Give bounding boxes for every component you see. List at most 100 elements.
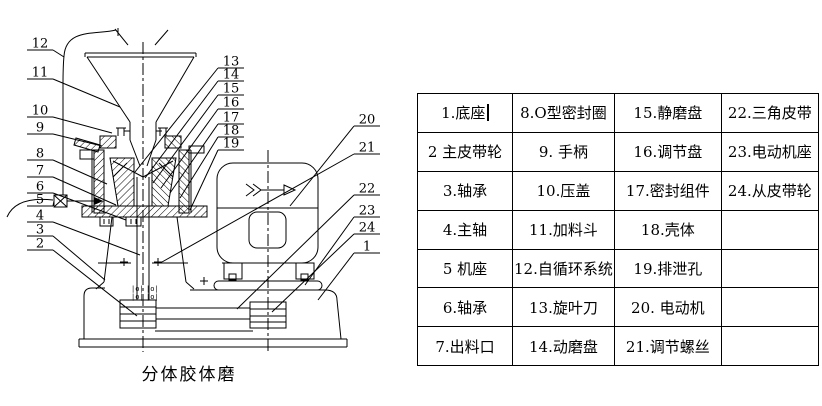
callout-11: 11 (27, 66, 120, 108)
callout-23: 23 (305, 204, 380, 286)
parts-cell-r4c2: 11.加料斗 (512, 209, 615, 250)
parts-cell-text: 23.电动机座 (727, 143, 812, 162)
table-row: 7.出料口 14.动磨盘 21.调节螺丝 (417, 326, 819, 367)
table-row: 2 主皮带轮 9. 手柄 16.调节盘 23.电动机座 (417, 131, 819, 172)
parts-cell-r7c2: 14.动磨盘 (512, 326, 615, 367)
svg-text:16: 16 (223, 96, 240, 111)
parts-cell-text: 15.静磨盘 (633, 104, 703, 123)
parts-cell-text: 4.主轴 (442, 221, 488, 240)
parts-cell-r1c4: 22.三角皮带 (720, 93, 819, 133)
parts-cell-text: 5 机座 (442, 260, 488, 278)
parts-cell-text: 20. 电动机 (631, 298, 705, 317)
callout-22: 22 (237, 182, 380, 310)
parts-cell-text: 8.O型密封圈 (520, 104, 607, 123)
svg-text:15: 15 (223, 82, 240, 97)
parts-cell-text: 18.壳体 (640, 221, 695, 240)
belt-drive (120, 300, 286, 331)
parts-cell-r6c1: 6.轴承 (417, 287, 513, 328)
callout-17: 17 (170, 111, 244, 194)
parts-cell-r3c3: 17.密封组件 (613, 170, 722, 211)
parts-cell-text: 9. 手柄 (538, 143, 588, 162)
callout-15: 15 (153, 82, 244, 184)
svg-text:5: 5 (36, 193, 44, 208)
main-shaft (137, 177, 149, 300)
parts-cell-r2c3: 16.调节盘 (613, 131, 722, 172)
parts-cell-text: 12.自循环系统 (514, 260, 613, 278)
flange (82, 206, 207, 226)
svg-text:11: 11 (32, 66, 49, 81)
svg-text:1: 1 (363, 240, 371, 255)
parts-cell-text: 2 主皮带轮 (427, 143, 503, 162)
svg-text:22: 22 (359, 182, 376, 197)
parts-cell-r7c4 (720, 326, 819, 367)
parts-cell-text: 11.加料斗 (529, 221, 598, 240)
callout-4: 4 (27, 209, 140, 256)
parts-cell-text: 17.密封组件 (625, 182, 710, 201)
callout-16: 16 (161, 96, 244, 189)
parts-cell-r1c2: 8.O型密封圈 (512, 93, 615, 133)
pipe-break-marks (115, 29, 168, 45)
callout-12: 12 (27, 37, 64, 58)
callout-6: 6 (27, 180, 126, 221)
parts-cell-r4c1: 4.主轴 (417, 209, 513, 250)
callout-5: 5 (27, 193, 54, 208)
svg-text:24: 24 (359, 221, 376, 236)
parts-cell-r2c4: 23.电动机座 (720, 131, 819, 172)
parts-cell-r5c2: 12.自循环系统 (512, 248, 615, 289)
pedestal (96, 217, 208, 289)
table-row: 1.底座 8.O型密封圈 15.静磨盘 22.三角皮带 (417, 93, 819, 133)
parts-cell-text: 6.轴承 (442, 298, 488, 317)
parts-cell-r6c2: 13.旋叶刀 (512, 287, 615, 328)
svg-text:|o|: |o| (131, 285, 144, 293)
svg-text:6: 6 (36, 180, 44, 195)
callout-2: 2 (27, 237, 137, 317)
parts-cell-text: 10.压盖 (536, 182, 591, 201)
svg-text:14: 14 (223, 68, 240, 83)
parts-table: 1.底座 8.O型密封圈 15.静磨盘 22.三角皮带 2 主皮带轮 9. 手柄 16.调节… (417, 93, 819, 367)
parts-cell-r2c1: 2 主皮带轮 (417, 131, 513, 172)
svg-text:18: 18 (223, 124, 240, 139)
parts-cell-r1c1: 1.底座 (417, 93, 513, 133)
pedestal-bolts: |o||o| |o||o| (131, 285, 159, 301)
parts-cell-r1c3: 15.静磨盘 (613, 93, 722, 133)
svg-text:4: 4 (36, 209, 44, 224)
casing (80, 146, 204, 213)
parts-cell-r3c1: 3.轴承 (417, 170, 513, 211)
text-cursor (487, 104, 489, 122)
parts-cell-r6c4 (720, 287, 819, 328)
svg-text:9: 9 (36, 121, 44, 136)
parts-cell-text: 22.三角皮带 (727, 104, 812, 123)
table-row: 4.主轴 11.加料斗 18.壳体 (417, 209, 819, 250)
svg-text:23: 23 (359, 204, 376, 219)
table-row: 3.轴承 10.压盖 17.密封组件 24.从皮带轮 (417, 170, 819, 211)
parts-cell-text: 16.调节盘 (633, 143, 703, 162)
callout-14: 14 (145, 68, 244, 179)
callout-9: 9 (27, 121, 102, 147)
callout-10: 10 (27, 104, 112, 134)
svg-text:21: 21 (359, 141, 376, 156)
callout-20: 20 (290, 113, 380, 207)
gland-cover (100, 128, 181, 148)
svg-text:|o|: |o| (146, 285, 159, 293)
parts-cell-text: 7.出料口 (435, 337, 495, 356)
parts-cell-text: 13.旋叶刀 (529, 298, 598, 317)
motor (217, 150, 318, 352)
colloid-mill-diagram: |o||o| |o||o| 12111098765432131415161718… (0, 0, 417, 406)
svg-text:12: 12 (32, 37, 49, 52)
parts-cell-text: 24.从皮带轮 (727, 182, 812, 201)
svg-text:7: 7 (36, 164, 44, 179)
diagram-caption: 分体胶体磨 (141, 365, 237, 385)
circulation-pipe (7, 28, 118, 217)
parts-cell-r7c1: 7.出料口 (417, 326, 513, 367)
parts-cell-text: 21.调节螺丝 (625, 337, 710, 356)
callout-21: 21 (162, 141, 380, 263)
callout-24: 24 (272, 221, 380, 313)
parts-cell-r5c3: 19.排泄孔 (613, 248, 722, 289)
table-row: 6.轴承 13.旋叶刀 20. 电动机 (417, 287, 819, 328)
parts-cell-text: 3.轴承 (442, 182, 488, 201)
callout-1: 1 (318, 240, 380, 301)
callout-13: 13 (135, 55, 244, 173)
